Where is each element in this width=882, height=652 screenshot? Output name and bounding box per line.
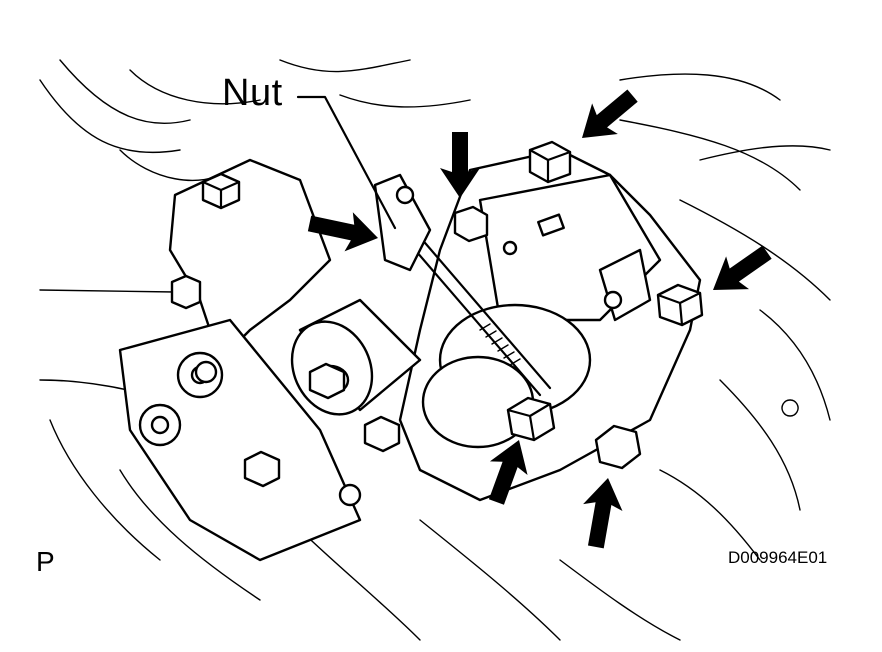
indicator-arrows <box>307 89 772 549</box>
bolt-lower-left <box>243 450 281 488</box>
engine-mount-housing <box>398 148 702 502</box>
bolt-center <box>506 396 556 442</box>
bolt-upper-middle <box>453 205 489 243</box>
view-letter-label: P <box>36 546 55 577</box>
bolt-damper <box>308 362 346 400</box>
nut-leader-line <box>296 95 397 230</box>
arrow-indicator-3 <box>582 89 638 138</box>
threaded-rod <box>373 173 552 397</box>
bolt-lower-middle <box>363 415 401 453</box>
background-contours <box>39 59 831 641</box>
arrow-indicator-6 <box>583 478 623 549</box>
nut-callout-label: Nut <box>222 72 283 114</box>
bolt-arm-top <box>201 172 241 210</box>
bolt-right <box>656 283 704 327</box>
bolt-top-right <box>528 140 572 184</box>
arrow-indicator-2 <box>440 132 480 198</box>
mount-bracket-arm <box>118 158 362 562</box>
figure-code-label: D009964E01 <box>728 548 828 567</box>
arrow-indicator-5 <box>488 440 528 505</box>
bolt-arm-left <box>170 274 202 310</box>
mount-bolts <box>170 140 704 507</box>
bolt-bottom-right <box>594 424 642 470</box>
arrow-indicator-4 <box>713 245 772 290</box>
arrow-indicator-1 <box>307 212 378 252</box>
